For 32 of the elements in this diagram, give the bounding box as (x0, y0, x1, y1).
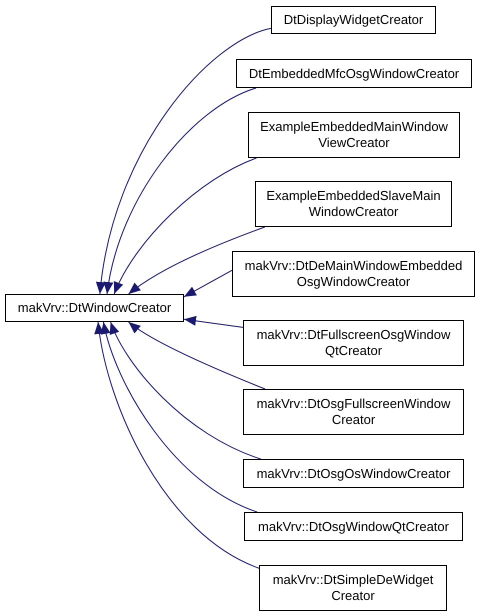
class-box (248, 112, 460, 158)
class-name: makVrv::DtFullscreenOsgWindow QtCreator (256, 327, 452, 359)
inheritance-arrow (114, 158, 257, 294)
class-box (271, 6, 436, 34)
class-box (5, 294, 184, 322)
class-box (243, 320, 464, 366)
class-box (243, 459, 464, 488)
class-name: ExampleEmbeddedMainWindow ViewCreator (259, 119, 449, 151)
inheritance-arrow (184, 316, 244, 328)
class-name: DtEmbeddedMfcOsgWindowCreator (248, 66, 460, 82)
class-box (243, 389, 464, 435)
class-box (236, 59, 472, 88)
inheritance-arrow (128, 322, 266, 390)
class-name: ExampleEmbeddedSlaveMain WindowCreator (265, 188, 442, 220)
class-name: makVrv::DtOsgFullscreenWindow Creator (256, 396, 452, 428)
class-name: makVrv::DtOsgOsWindowCreator (256, 466, 450, 482)
class-name: makVrv::DtOsgWindowQtCreator (258, 518, 449, 534)
class-box (232, 251, 475, 297)
class-name: DtDisplayWidgetCreator (284, 12, 424, 28)
class-name: makVrv::DtWindowCreator (18, 300, 172, 316)
class-name: makVrv::DtDeMainWindowEmbedded OsgWindowCreator (244, 258, 464, 290)
class-box (259, 565, 447, 611)
inheritance-arrow (96, 28, 272, 294)
inheritance-arrow (128, 226, 266, 294)
inheritance-arrow (101, 322, 258, 512)
class-box (255, 181, 452, 227)
class-box (244, 512, 463, 541)
inheritance-arrow (94, 322, 260, 569)
class-name: makVrv::DtSimpleDeWidget Creator (272, 572, 434, 604)
inheritance-arrow (184, 270, 232, 298)
inheritance-arrow (104, 88, 257, 294)
inheritance-arrow (110, 322, 262, 460)
